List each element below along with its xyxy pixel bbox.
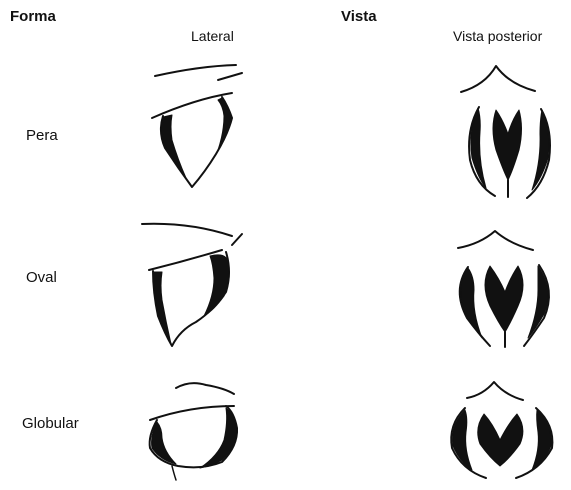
pera-lateral-drawing: [152, 65, 242, 187]
oval-lateral-drawing: [142, 224, 242, 346]
oval-posterior-drawing: [458, 231, 549, 347]
pera-posterior-drawing: [461, 66, 550, 198]
globular-lateral-drawing: [150, 383, 237, 480]
globular-posterior-drawing: [451, 382, 552, 478]
